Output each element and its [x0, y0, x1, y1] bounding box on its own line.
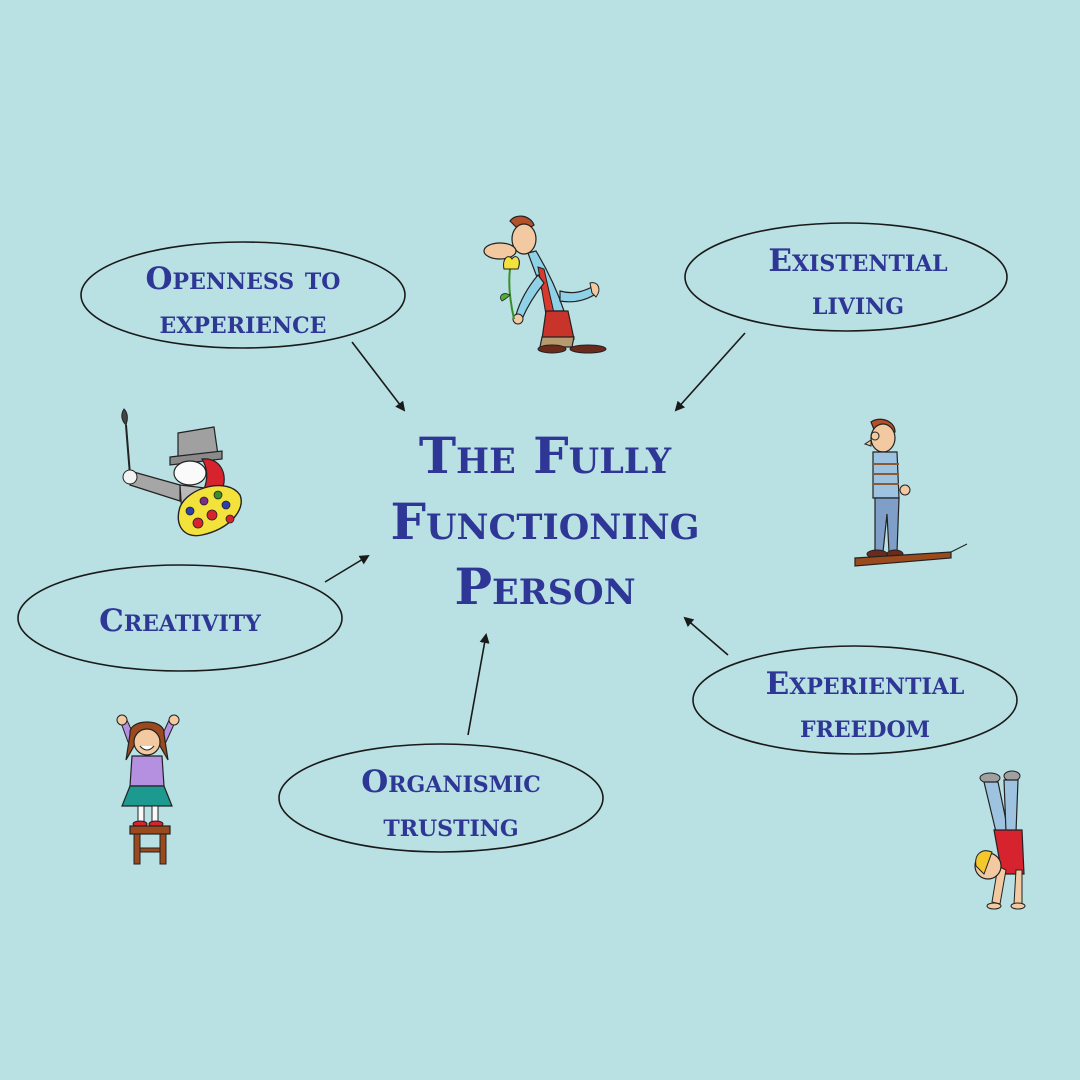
central-concept: The Fully Functioning Person [390, 426, 699, 616]
edge-existential-to-title [674, 332, 746, 412]
node-openness-line-2: experience [160, 305, 327, 341]
node-creativity-ellipse [17, 564, 343, 672]
edge-experiential-to-title [683, 616, 729, 656]
node-openness-ellipse [80, 241, 406, 349]
edge-organismic-to-title [467, 633, 490, 736]
node-openness: Openness to experience [80, 241, 406, 349]
edges [324, 332, 746, 736]
node-existential-ellipse [684, 222, 1008, 332]
node-organismic-line-2: trusting [383, 808, 518, 844]
title-line-3: Person [454, 557, 635, 616]
edge-creativity-to-title [324, 554, 370, 583]
node-experiential-ellipse [692, 645, 1018, 755]
node-organismic: Organismic trusting [278, 743, 604, 853]
node-experiential-line-1: Experiential [766, 666, 965, 702]
node-existential: Existential living [684, 222, 1008, 332]
node-existential-line-2: living [812, 286, 904, 322]
tied-man-on-plank-icon [854, 418, 968, 567]
title-line-1: The Fully [419, 426, 672, 485]
title-line-2: Functioning [390, 492, 699, 551]
node-existential-line-1: Existential [768, 243, 947, 279]
node-organismic-ellipse [278, 743, 604, 853]
edge-openness-to-title [351, 341, 406, 412]
node-creativity: Creativity [17, 564, 343, 672]
node-openness-line-1: Openness to [146, 261, 341, 297]
node-experiential-line-2: freedom [800, 709, 930, 745]
node-creativity-line-1: Creativity [99, 603, 261, 639]
man-smelling-flower-icon [483, 215, 607, 354]
node-experiential: Experiential freedom [692, 645, 1018, 755]
node-organismic-line-1: Organismic [361, 764, 541, 800]
girl-on-stool-icon [116, 714, 180, 865]
painter-with-palette-icon [121, 408, 242, 537]
boy-handstand-icon [974, 770, 1026, 910]
